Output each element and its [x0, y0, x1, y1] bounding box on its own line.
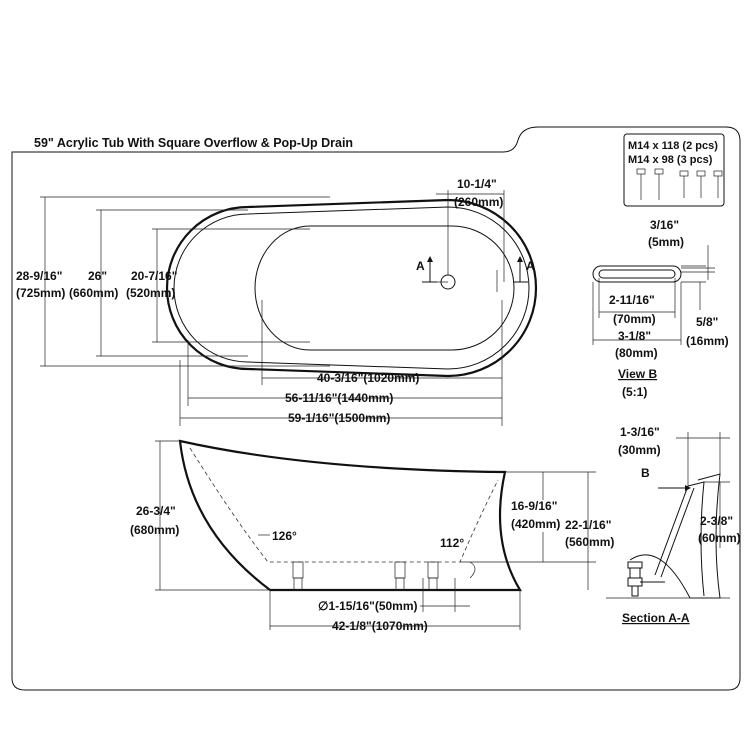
view-b: 3/16" (5mm) 2-11/16" (70mm) 3-1/8" (80mm… — [592, 218, 729, 399]
view-b-inner-in: 2-11/16" — [609, 293, 655, 307]
view-b-outer-in: 3-1/8" — [618, 329, 651, 343]
view-b-scale: (5:1) — [622, 385, 647, 399]
view-b-thickness-in: 3/16" — [650, 218, 679, 232]
section-top-in: 1-3/16" — [620, 425, 660, 439]
hardware-box: M14 x 118 (2 pcs) M14 x 98 (3 pcs) — [623, 133, 725, 207]
drawing-title: 59" Acrylic Tub With Square Overflow & P… — [34, 136, 353, 150]
side-view: 26-3/4" (680mm) 126° 112° 16-9/16" (420m… — [130, 439, 614, 633]
section-b-label: B — [641, 466, 650, 480]
basin-width-mm: (520mm) — [126, 286, 175, 300]
hardware-line-1: M14 x 118 (2 pcs) — [628, 140, 718, 152]
overall-width-mm: (725mm) — [16, 286, 65, 300]
angle-left: 126° — [272, 529, 297, 543]
side-height-mm: (680mm) — [130, 523, 179, 537]
drain-offset-mm: (260mm) — [454, 195, 503, 209]
tub-basin — [254, 225, 515, 351]
overall-length: 59-1/16"(1500mm) — [288, 411, 390, 425]
view-b-height-in: 5/8" — [696, 315, 718, 329]
inner-length: 56-11/16"(1440mm) — [285, 391, 393, 405]
bolt-icons — [636, 168, 723, 200]
base-length: 42-1/8"(1070mm) — [332, 619, 428, 633]
overall-width-in: 28-9/16" — [16, 269, 62, 283]
section-a-right: A — [526, 259, 535, 273]
tub-inner-rim — [173, 206, 530, 370]
basin-length: 40-3/16"(1020mm) — [317, 371, 419, 385]
overflow-pipe — [654, 485, 689, 576]
view-b-label: View B — [618, 367, 657, 381]
side-height-in: 26-3/4" — [136, 504, 176, 518]
rim-height-in: 22-1/16" — [565, 518, 611, 532]
inner-width-in: 26" — [88, 269, 107, 283]
overflow-height-in: 16-9/16" — [511, 499, 557, 513]
basin-width-in: 20-7/16" — [131, 269, 177, 283]
drain-offset-in: 10-1/4" — [457, 177, 497, 191]
section-a-a: 1-3/16" (30mm) B 2-3/8" (60mm) Section A… — [606, 425, 741, 625]
section-depth-in: 2-3/8" — [700, 514, 733, 528]
hardware-line-2: M14 x 98 (3 pcs) — [628, 154, 713, 166]
view-b-height-mm: (16mm) — [686, 334, 729, 348]
section-a-left: A — [416, 259, 425, 273]
drain-diameter: ∅1-15/16"(50mm) — [318, 599, 418, 613]
tub-side-outline — [178, 439, 522, 592]
overflow-slot-outer — [592, 265, 682, 283]
tub-feet — [292, 561, 439, 591]
rim-height-mm: (560mm) — [565, 535, 614, 549]
view-b-thickness-mm: (5mm) — [648, 235, 684, 249]
tub-side-inner — [189, 447, 499, 563]
view-b-outer-mm: (80mm) — [615, 346, 658, 360]
tub-outer-rim — [165, 198, 538, 378]
section-top-mm: (30mm) — [618, 443, 661, 457]
inner-width-mm: (660mm) — [69, 286, 118, 300]
overflow-height-mm: (420mm) — [511, 517, 560, 531]
drawing-frame — [11, 126, 741, 691]
overflow-slot-inner — [598, 269, 676, 279]
section-label: Section A-A — [622, 611, 690, 625]
drain-assembly — [627, 561, 665, 597]
angle-right: 112° — [440, 536, 464, 550]
top-view: A A 28-9/16" (725mm) 26" (660mm) 20-7/16… — [16, 177, 538, 426]
view-b-inner-mm: (70mm) — [613, 312, 656, 326]
section-depth-mm: (60mm) — [698, 531, 741, 545]
